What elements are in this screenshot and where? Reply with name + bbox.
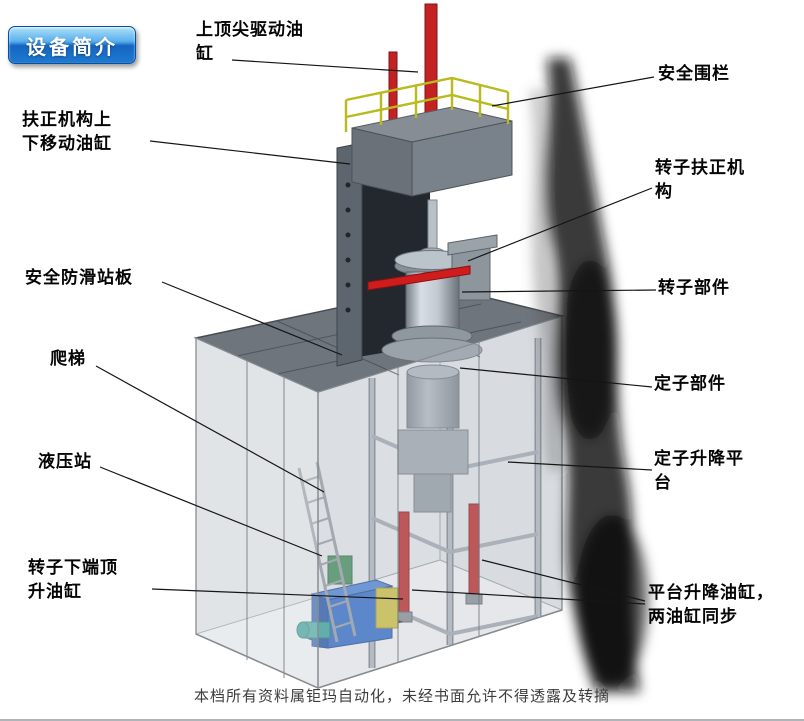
callout-safety-fence: 安全围栏 (658, 64, 730, 83)
stator-component (397, 364, 469, 513)
callout-straightening-lift-cylinder: 扶正机构上 下移动油缸 (22, 110, 112, 154)
callout-rotor-component: 转子部件 (658, 278, 730, 297)
callout-stator-lifting-platform: 定子升降平 台 (654, 449, 744, 493)
platform-lifting-cylinders (395, 503, 483, 623)
callout-top-center-drive-cylinder: 上顶尖驱动油 缸 (196, 20, 304, 64)
leader-lines (95, 59, 657, 605)
callout-stator-component: 定子部件 (654, 374, 726, 393)
callout-hydraulic-station: 液压站 (38, 452, 92, 471)
top-drive-cylinder (388, 3, 438, 131)
callout-ladder: 爬梯 (50, 349, 86, 368)
watermark-text: 本档所有资料属钜玛自动化，未经书面允许不得透露及转摘 (193, 688, 610, 705)
rotor-assembly (367, 199, 498, 363)
ink-smudge (530, 58, 648, 692)
callout-rotor-straightening-mechanism: 转子扶正机 构 (655, 158, 745, 202)
callout-platform-lifting-cylinders: 平台升降油缸， 两油缸同步 (648, 583, 774, 627)
safety-fence (344, 76, 510, 132)
callout-rotor-bottom-jacking-cylinder: 转子下端顶 升油缸 (28, 558, 118, 602)
callout-anti-slip-standing-platform: 安全防滑站板 (25, 268, 133, 287)
press-head (351, 106, 513, 197)
title-badge: 设备简介 (8, 26, 136, 64)
rotor-straightening-clamp (367, 265, 471, 291)
